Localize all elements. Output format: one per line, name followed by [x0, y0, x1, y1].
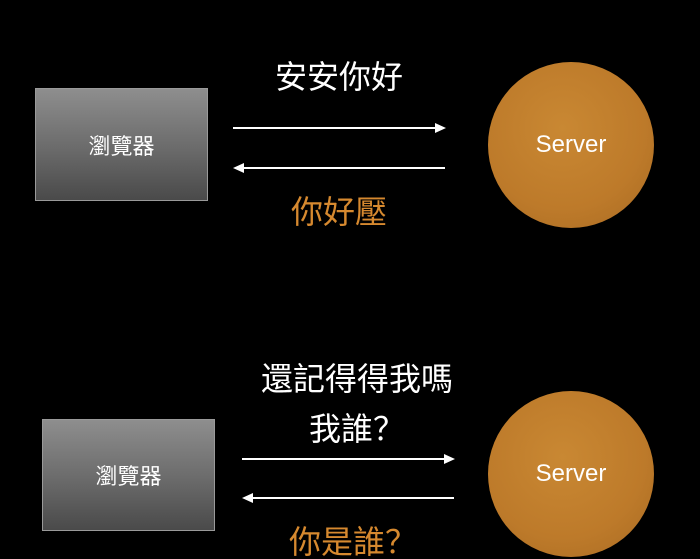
- request-message-2-line-2: 我誰？: [308, 410, 405, 448]
- browser-label-1: 瀏覽器: [88, 134, 155, 160]
- response-message-1: 你好壓: [290, 193, 387, 231]
- request-message-2-line-1: 還記得得我嗎: [260, 360, 453, 398]
- response-arrow-1: [233, 163, 445, 173]
- server-circle-2: Server: [488, 391, 654, 557]
- request-arrow-2: [242, 454, 455, 464]
- browser-box-2: 瀏覽器: [42, 419, 215, 531]
- response-arrow-2: [242, 493, 454, 503]
- server-label-2: Server: [535, 460, 607, 487]
- server-label-1: Server: [535, 131, 607, 158]
- browser-box-1: 瀏覽器: [35, 88, 208, 201]
- server-circle-1: Server: [488, 62, 654, 228]
- request-arrow-1: [233, 123, 446, 133]
- request-message-1: 安安你好: [274, 58, 403, 96]
- browser-label-2: 瀏覽器: [95, 465, 162, 490]
- response-message-2: 你是誰？: [288, 523, 417, 559]
